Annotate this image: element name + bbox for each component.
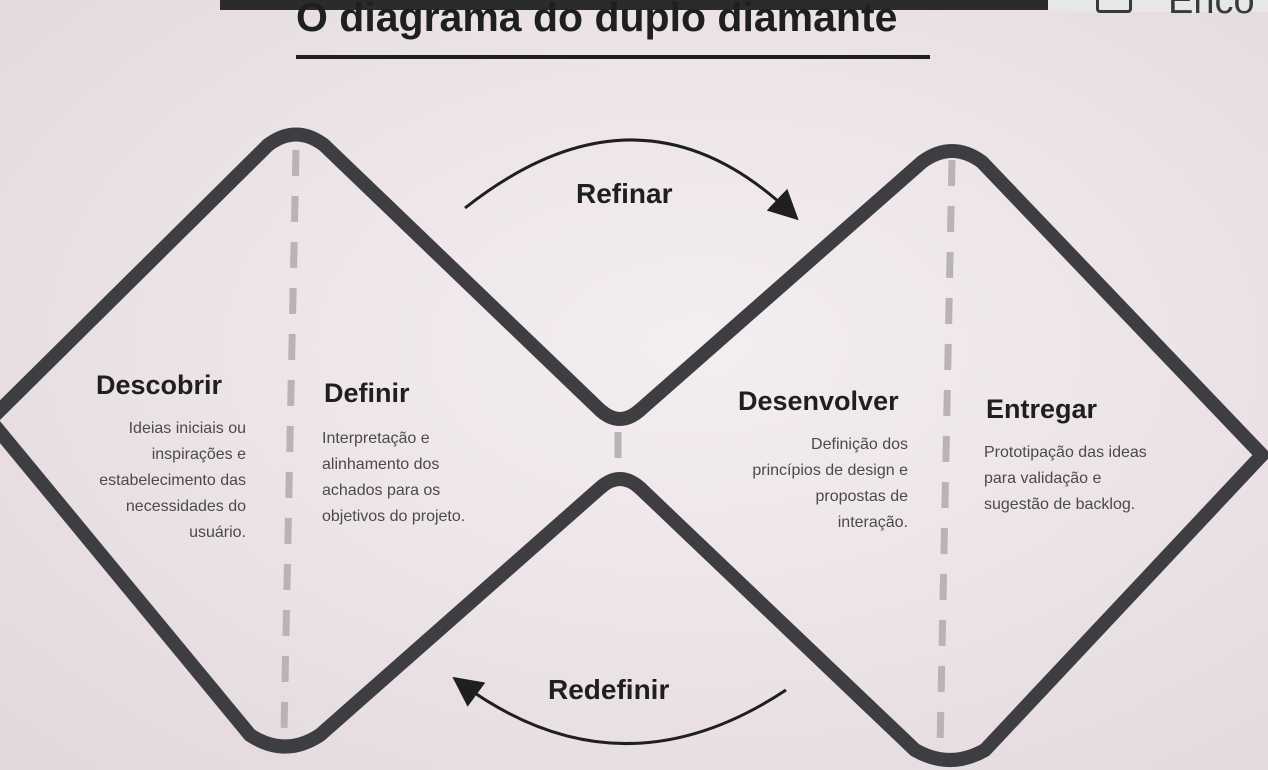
phase-heading-descobrir: Descobrir <box>96 370 223 400</box>
description-line: sugestão de backlog. <box>984 496 1136 513</box>
refinar-label: Refinar <box>576 178 673 209</box>
refinar-arrow <box>464 138 799 221</box>
corner-icon <box>1096 0 1132 13</box>
phase-heading-desenvolver: Desenvolver <box>738 386 899 416</box>
phase-description-descobrir: Ideias iniciais ou inspirações e estabel… <box>20 416 246 546</box>
description-line: alinhamento dos <box>322 456 440 473</box>
description-line: propostas de <box>815 488 908 505</box>
title-underline <box>296 55 930 59</box>
description-line: achados para os <box>322 482 441 499</box>
phase-description-definir: Interpretação e alinhamento dos achados … <box>322 426 465 530</box>
left-diamond-left-edge <box>0 138 647 754</box>
description-line: princípios de design e <box>752 462 908 479</box>
phase-description-entregar: Prototipação das ideas para validação e … <box>984 440 1147 518</box>
page-title: O diagrama do duplo diamante <box>296 0 898 40</box>
description-line: estabelecimento das <box>99 472 246 489</box>
left-divider-dashed <box>280 149 300 731</box>
left-diamond-outline <box>261 127 647 426</box>
redefinir-label: Redefinir <box>548 674 670 705</box>
redefinir-arrow <box>452 676 787 745</box>
description-line: Ideias iniciais ou <box>128 420 246 437</box>
right-divider-dashed <box>936 159 956 749</box>
description-line: Definição dos <box>811 436 908 453</box>
description-line: objetivos do projeto. <box>322 508 466 525</box>
description-line: inspirações e <box>151 446 246 463</box>
description-line: interação. <box>837 514 908 531</box>
description-line: necessidades do <box>125 498 246 515</box>
description-line: usuário. <box>189 524 246 541</box>
right-diamond-outline <box>633 144 1268 767</box>
phase-heading-entregar: Entregar <box>986 394 1098 424</box>
description-line: para validação e <box>984 470 1102 487</box>
description-line: Interpretação e <box>322 430 430 447</box>
corner-text-fragment: Enco <box>1168 0 1255 22</box>
phase-heading-definir: Definir <box>324 378 410 408</box>
description-line: Prototipação das ideas <box>984 444 1147 461</box>
phase-description-desenvolver: Definição dos princípios de design e pro… <box>660 432 908 536</box>
top-edge-strip <box>220 0 1268 10</box>
top-right-strip <box>1048 0 1268 12</box>
